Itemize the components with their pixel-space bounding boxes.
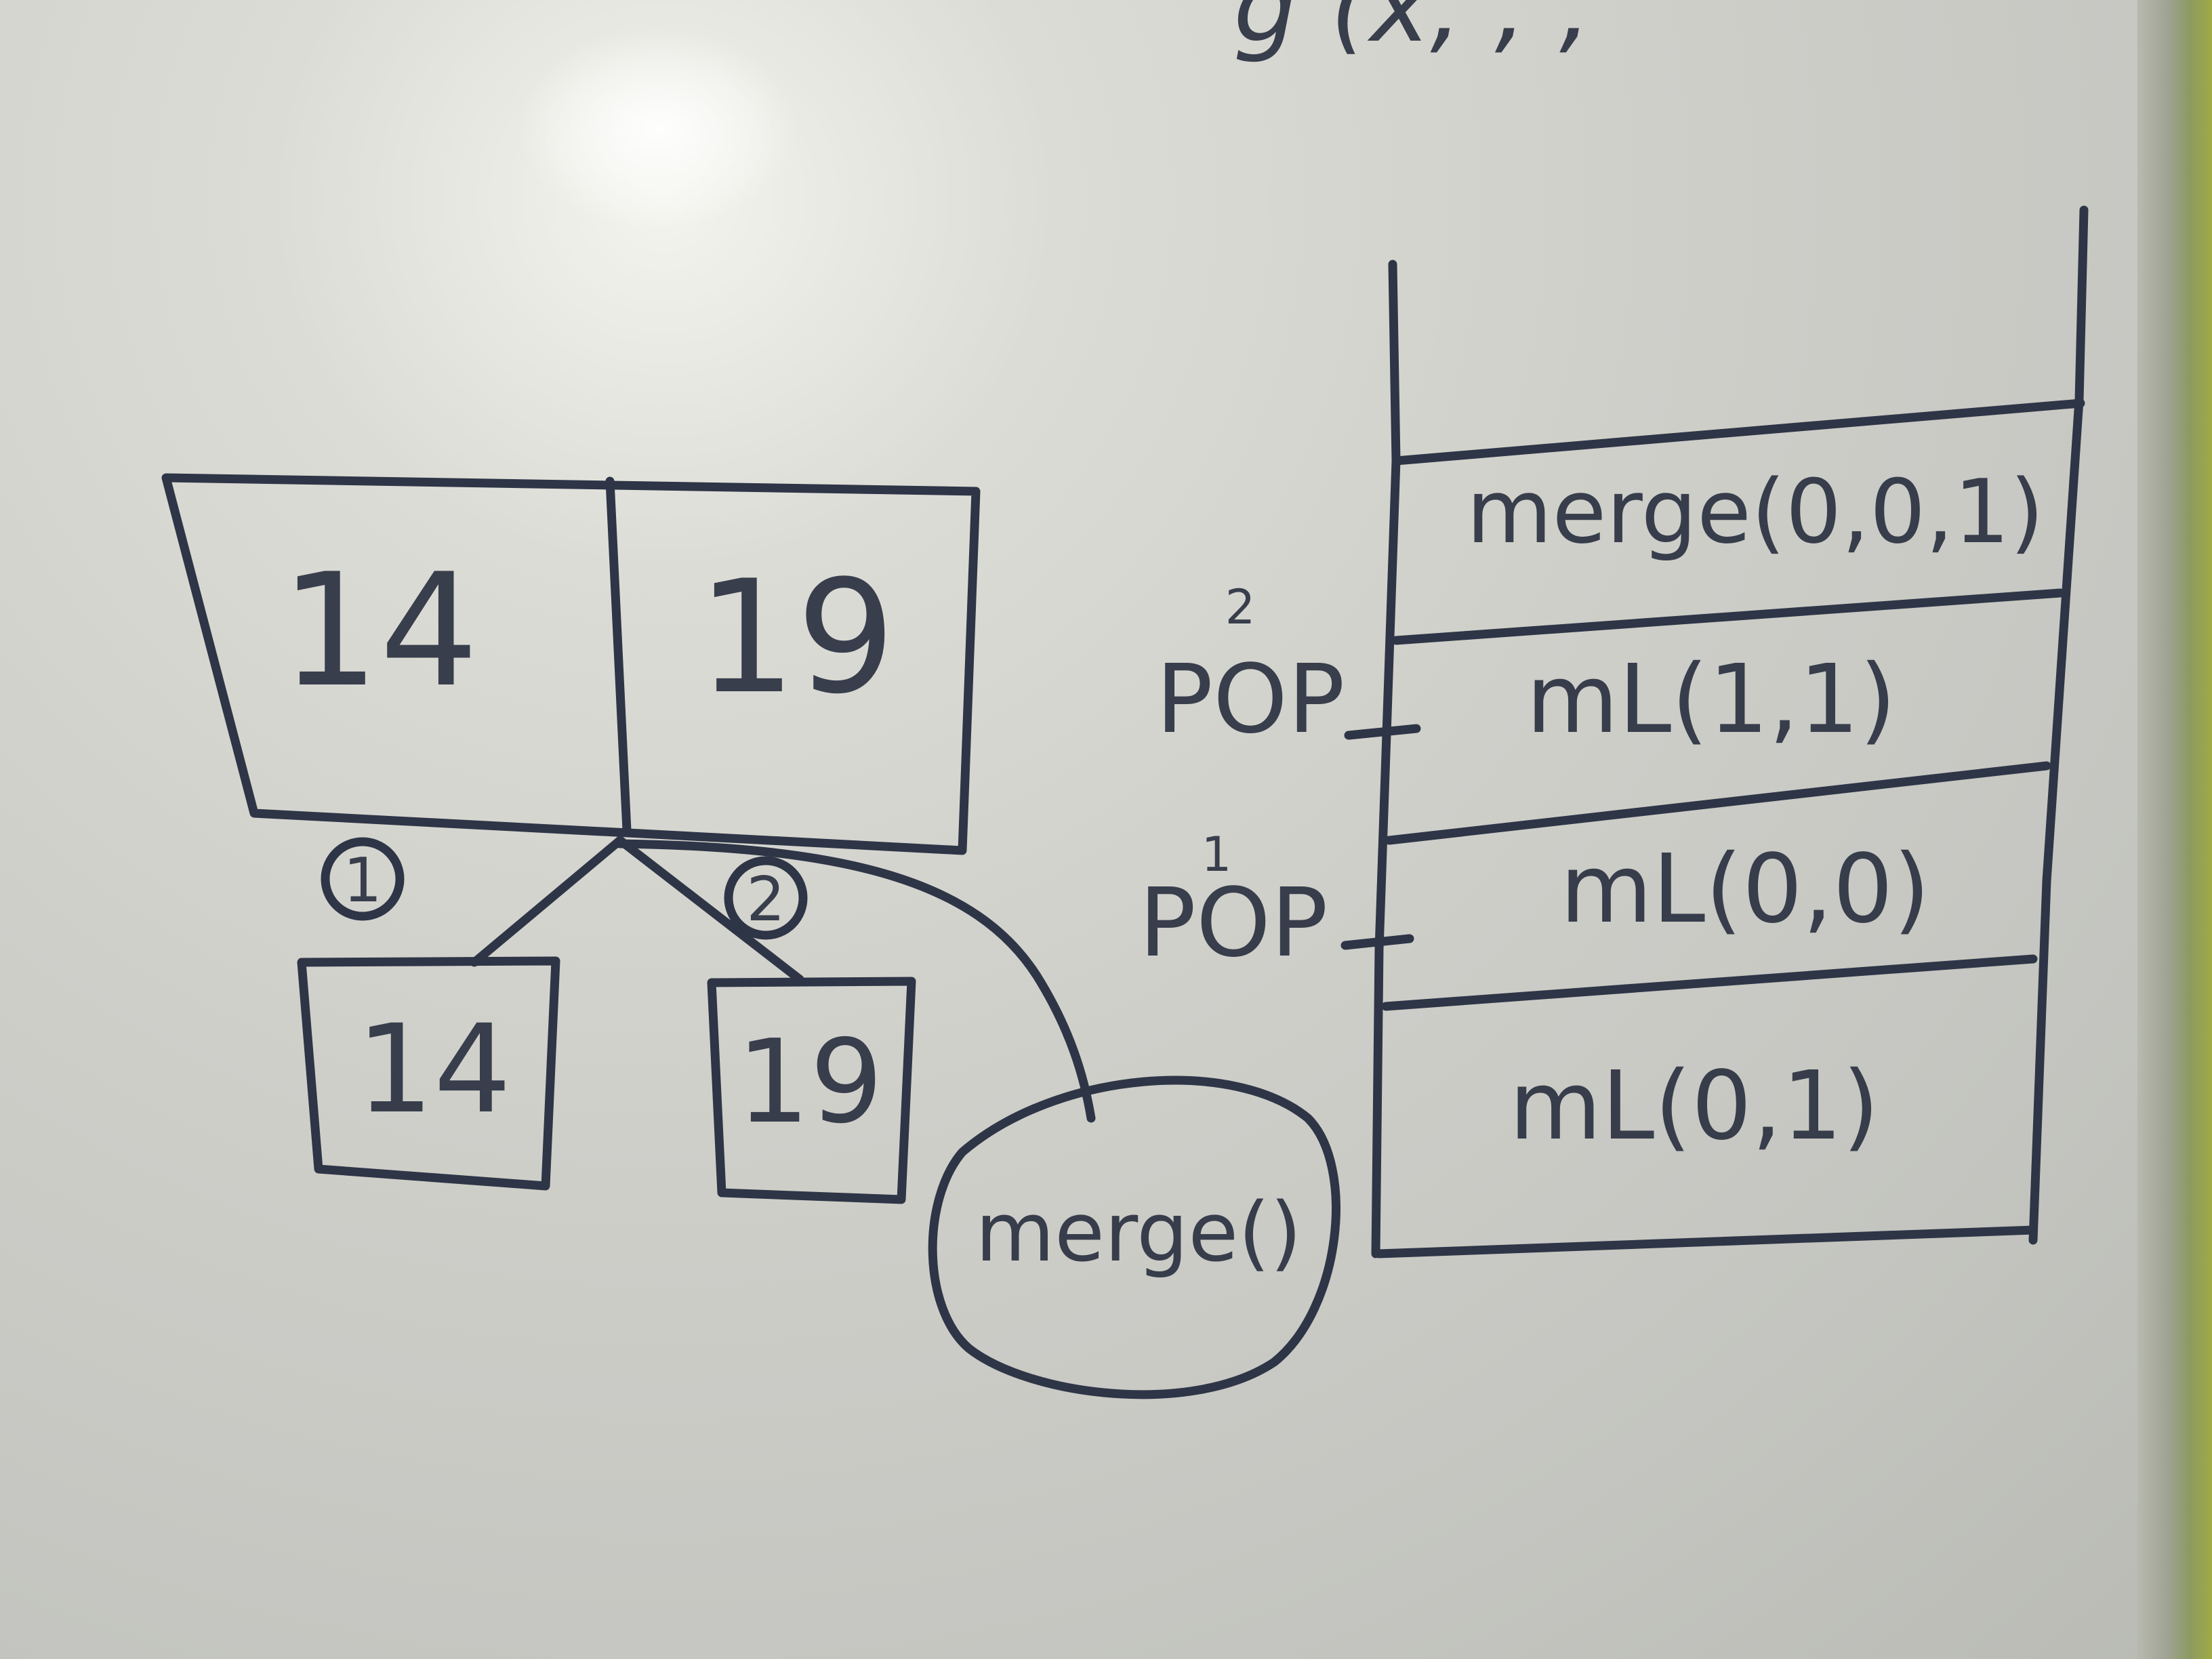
step-marker-1: 1	[321, 837, 405, 921]
child-left-value: 14	[356, 999, 511, 1141]
child-box-left: 14	[297, 956, 560, 1191]
pop-2-number: 2	[1225, 579, 1256, 635]
pop-label-2: 2 POP	[1155, 579, 1421, 755]
step-1-number: 1	[343, 845, 382, 916]
array-divider	[605, 476, 632, 835]
child-right-value: 19	[737, 1015, 883, 1149]
child-right-outline	[707, 977, 916, 1204]
call-stack: merge(0,0,1) mL(1,1) mL(0,0) mL(0,1)	[1371, 205, 2089, 1258]
step-1-circle	[321, 837, 405, 921]
stack-divider-3	[1381, 954, 2038, 1011]
pop-1-pointer	[1340, 934, 1414, 950]
stack-divider-1	[1391, 588, 2065, 645]
split-line-right	[615, 836, 804, 984]
stack-right-wall	[2028, 205, 2089, 1245]
array-outline	[161, 473, 981, 855]
child-box-right: 19	[707, 977, 916, 1204]
child-left-outline	[297, 956, 560, 1191]
pop-2-pointer	[1344, 724, 1421, 740]
stack-frame-0: merge(0,0,1)	[1467, 460, 2045, 563]
step-marker-2: 2	[724, 856, 808, 940]
merge-connector	[615, 839, 1096, 1123]
stack-divider-2	[1385, 761, 2051, 845]
merge-bubble-label: merge()	[975, 1186, 1302, 1280]
stack-frame-1: mL(1,1)	[1526, 644, 1896, 755]
stack-divider-0	[1391, 398, 2085, 466]
merge-bubble: merge()	[928, 1076, 1340, 1399]
stack-frame-3: mL(0,1)	[1509, 1051, 1879, 1162]
step-2-number: 2	[746, 864, 785, 935]
array-box: 14 19	[161, 473, 981, 855]
pop-1-text: POP	[1139, 868, 1328, 979]
whiteboard-frame-edge	[2137, 0, 2212, 1659]
pop-1-number: 1	[1202, 827, 1232, 882]
stack-frame-2: mL(0,0)	[1560, 834, 1930, 945]
top-cutoff-handwriting: g (x, , ,	[1233, 0, 1592, 65]
pop-2-text: POP	[1155, 644, 1345, 755]
light-glare	[515, 27, 800, 230]
array-cell-1: 19	[697, 548, 896, 729]
stack-left-wall	[1371, 260, 1401, 1258]
merge-bubble-outline	[928, 1076, 1340, 1399]
split-line-left	[470, 836, 625, 967]
step-2-circle	[724, 856, 808, 940]
stack-bottom	[1374, 1225, 2038, 1258]
array-cell-0: 14	[281, 541, 479, 722]
pop-label-1: 1 POP	[1139, 827, 1414, 979]
